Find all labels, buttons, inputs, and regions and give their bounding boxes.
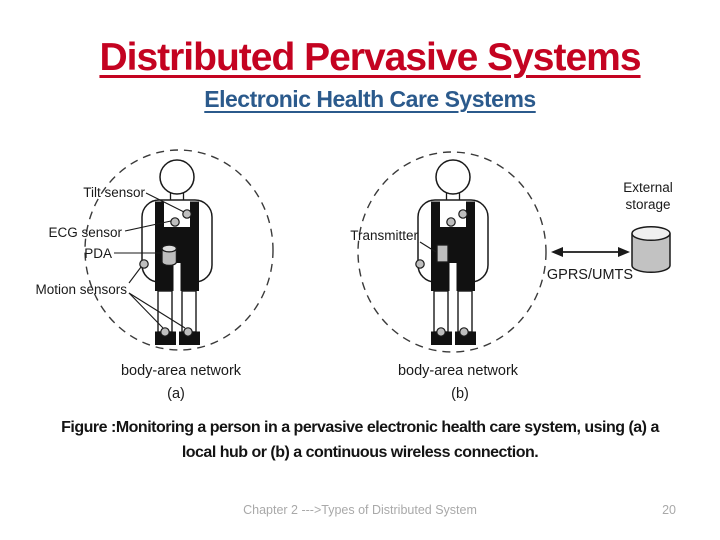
ecg-sensor-label: ECG sensor <box>48 225 122 240</box>
motion-pointer-line <box>128 292 186 329</box>
pda-cylinder-top <box>161 244 178 253</box>
slide-subtitle: Electronic Health Care Systems <box>204 85 536 112</box>
panel-tag-b: (b) <box>451 386 469 402</box>
figure-caption-line2: local hub or (b) a continuous wireless c… <box>181 444 539 461</box>
transmitter-pointer-line <box>419 241 437 253</box>
double-arrow-icon <box>551 247 630 257</box>
panel-tag-a: (a) <box>167 386 185 402</box>
external-storage-label-line1: External <box>623 180 673 195</box>
slide-title: Distributed Pervasive Systems <box>99 36 641 79</box>
tilt-sensor-label: Tilt sensor <box>83 185 145 200</box>
external-storage-label-line2: storage <box>625 197 670 212</box>
body-area-network-label-b: body-area network <box>398 363 519 379</box>
storage-cylinder-icon <box>631 225 671 274</box>
tilt-pointer-line <box>145 192 185 213</box>
figure-caption: Figure :Monitoring a person in a pervasi… <box>0 415 720 465</box>
figure-caption-line1: Figure :Monitoring a person in a pervasi… <box>61 419 659 436</box>
motion-sensors-label: Motion sensors <box>35 282 127 297</box>
body-area-network-label-a: body-area network <box>121 363 242 379</box>
motion-pointer-line <box>128 292 164 329</box>
footer-text: Chapter 2 --->Types of Distributed Syste… <box>243 503 477 517</box>
transmitter-label: Transmitter <box>350 228 418 243</box>
body-area-network-circle-b <box>357 151 547 353</box>
body-area-network-circle-a <box>84 149 274 351</box>
person-figure-b <box>415 159 489 346</box>
slide-header: Distributed Pervasive Systems Electronic… <box>20 36 720 113</box>
gprs-umts-label: GPRS/UMTS <box>547 267 633 283</box>
panel-b: Transmitter body-area network (b) GPRS/U… <box>350 151 673 402</box>
pda-label: PDA <box>84 246 112 261</box>
motion-pointer-line <box>128 266 142 284</box>
ecg-pointer-line <box>124 220 172 232</box>
transmitter-chip-icon <box>436 244 449 263</box>
page-number: 20 <box>662 503 676 517</box>
panel-a: Tilt sensor ECG sensor PDA Motion sensor… <box>35 149 274 402</box>
